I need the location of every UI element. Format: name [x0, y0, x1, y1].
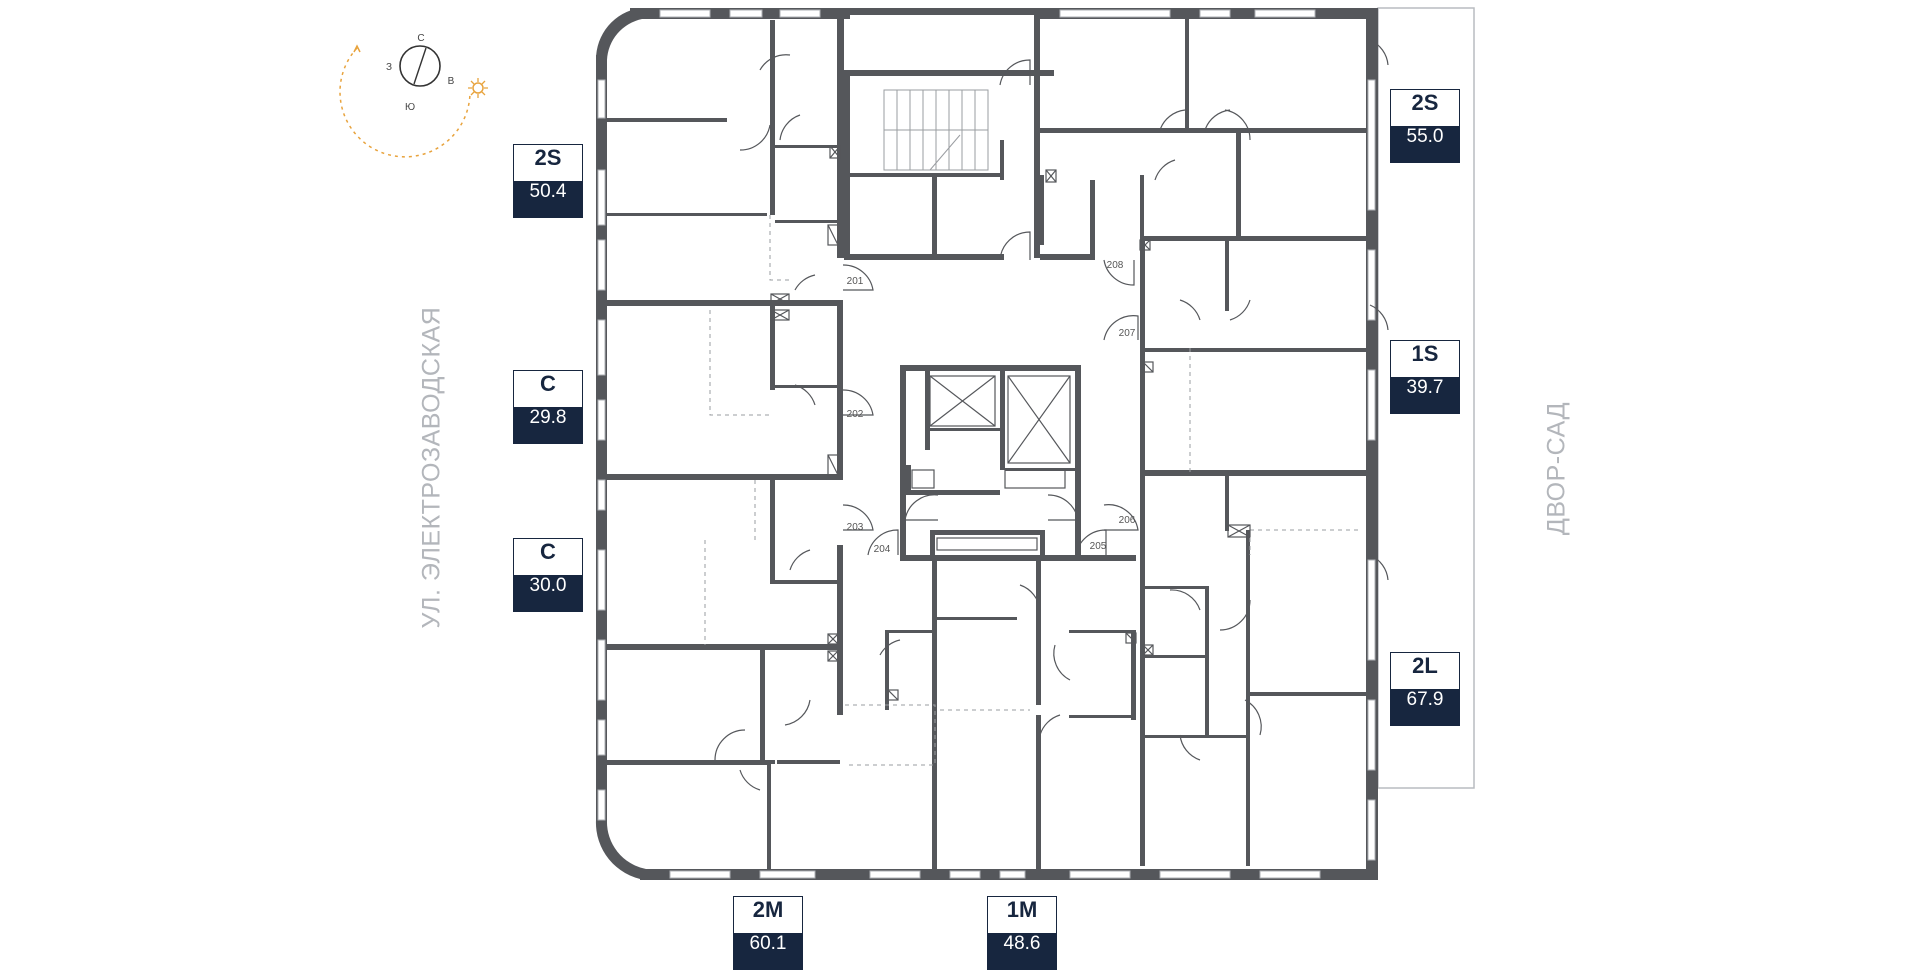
door-202: 202 [847, 409, 864, 420]
apartment-area: 48.6 [988, 933, 1056, 969]
apartment-area: 29.8 [514, 407, 582, 443]
compass-n: С [417, 33, 424, 44]
compass-s: Ю [405, 102, 415, 113]
street-left-label: УЛ. ЭЛЕКТРОЗАВОДСКАЯ [417, 306, 446, 629]
apartment-area: 50.4 [514, 181, 582, 217]
street-right-label: ДВОР-САД [1542, 401, 1571, 536]
door-205: 205 [1090, 541, 1107, 552]
staircase [883, 89, 989, 171]
sun-icon [468, 78, 488, 98]
apartment-type: 2L [1412, 653, 1438, 678]
door-206: 206 [1119, 515, 1136, 526]
apartment-type: 1S [1411, 341, 1439, 366]
apartment-badge-2s-east[interactable]: 2S 55.0 [1390, 89, 1460, 163]
apartment-area: 67.9 [1391, 689, 1459, 725]
apartment-type: 2S [1411, 90, 1439, 115]
apartment-type: 1M [1006, 897, 1038, 922]
door-204: 204 [874, 544, 891, 555]
elevator-shafts [911, 375, 1071, 551]
apartment-area: 55.0 [1391, 126, 1459, 162]
door-203: 203 [847, 522, 864, 533]
compass: С З В Ю [339, 33, 488, 158]
apartment-badge-2l-east[interactable]: 2L 67.9 [1390, 652, 1460, 726]
door-swings [714, 39, 1389, 791]
apartment-area: 30.0 [514, 575, 582, 611]
apartment-area: 39.7 [1391, 377, 1459, 413]
apartment-badge-c-west-2[interactable]: C 30.0 [513, 538, 583, 612]
windows [597, 9, 1376, 879]
compass-e: В [448, 76, 455, 87]
apartment-type: C [540, 539, 556, 564]
apartment-area: 60.1 [734, 933, 802, 969]
outer-walls [595, 8, 1378, 880]
apartment-badge-2s-west[interactable]: 2S 50.4 [513, 144, 583, 218]
vent-shafts [770, 145, 1251, 701]
door-208: 208 [1107, 260, 1124, 271]
door-numbers: 201 202 203 204 205 206 207 208 [847, 260, 1136, 555]
door-201: 201 [847, 276, 864, 287]
apartment-badge-1s-east[interactable]: 1S 39.7 [1390, 340, 1460, 414]
apartment-type: C [540, 371, 556, 396]
door-207: 207 [1119, 328, 1136, 339]
dashed-lines [704, 215, 1360, 766]
apartment-type: 2S [534, 145, 562, 170]
apartment-type: 2M [752, 897, 784, 922]
apartment-badge-c-west-1[interactable]: C 29.8 [513, 370, 583, 444]
interior-walls [607, 8, 1366, 870]
compass-w: З [386, 62, 392, 73]
